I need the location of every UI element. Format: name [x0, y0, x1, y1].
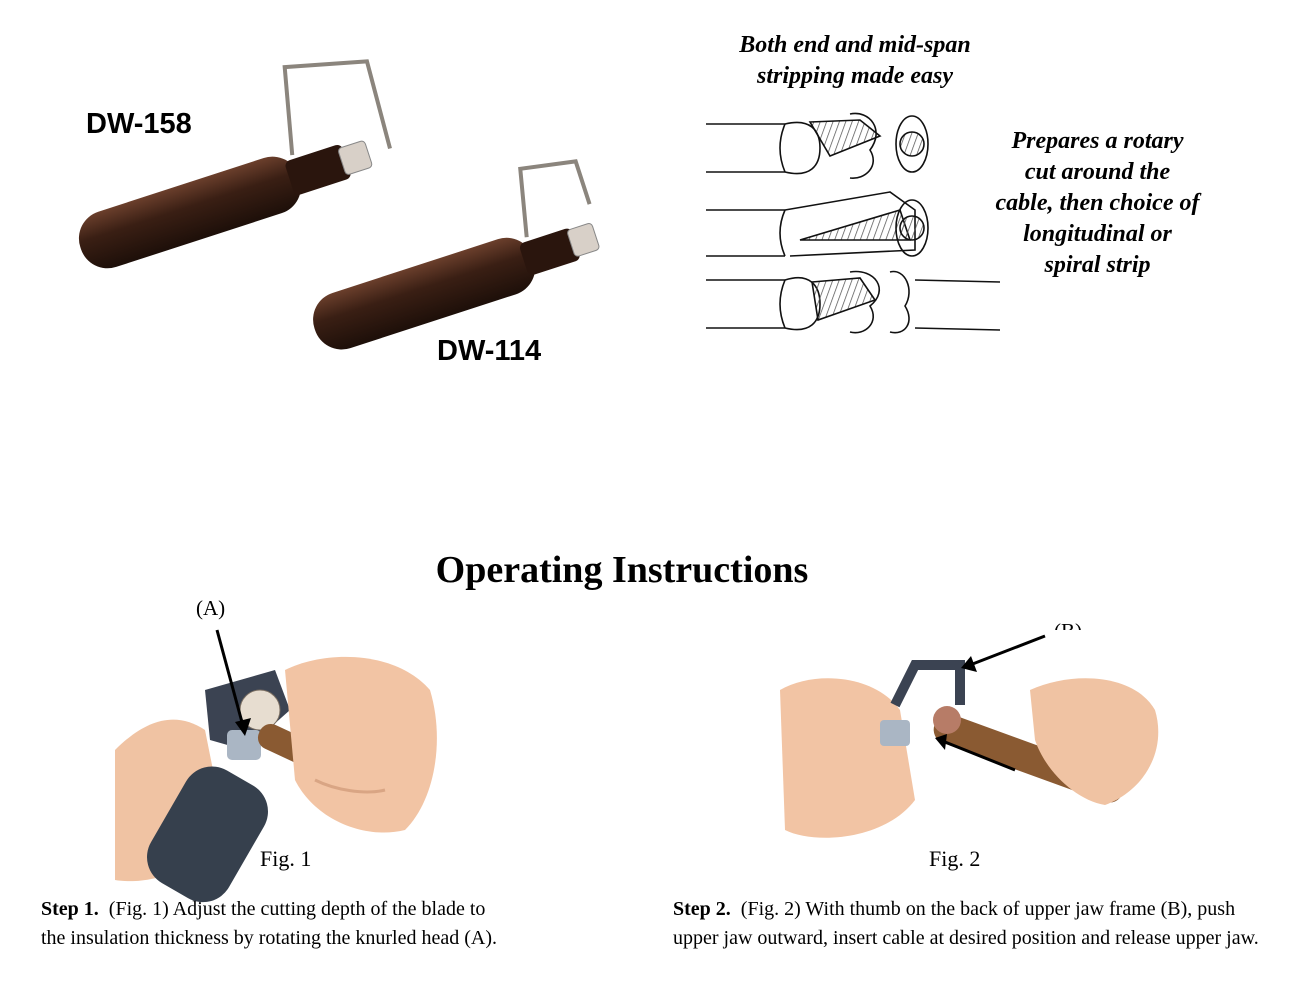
caption-top-line: stripping made easy — [757, 63, 953, 89]
caption-top-line: Both end and mid-span — [739, 32, 971, 58]
caption-side-line: cut around the — [1024, 159, 1171, 185]
fig2-photo-insert-cable — [775, 630, 1165, 845]
tool-dw158 — [78, 59, 392, 269]
fig1-callout-a: (A) — [196, 596, 226, 620]
cable-stripping-diagram — [706, 112, 1001, 334]
fig2-label: Fig. 2 — [929, 846, 981, 871]
cable-stripper-tools-illustration — [78, 59, 600, 350]
fig1-label: Fig. 1 — [260, 846, 312, 871]
caption-side-line: spiral strip — [1044, 252, 1151, 278]
step2-prefix: Step 2. — [673, 898, 731, 920]
product-label-dw114: DW-114 — [437, 335, 542, 367]
step1-paragraph: Step 1. (Fig. 1) Adjust the cutting dept… — [41, 895, 511, 953]
diagram-caption-top: Both end and mid-span stripping made eas… — [700, 30, 1010, 92]
fig1-photo-adjust-head — [115, 629, 445, 903]
caption-side-line: cable, then choice of — [995, 190, 1200, 216]
step2-paragraph: Step 2. (Fig. 2) With thumb on the back … — [673, 895, 1273, 953]
step1-text: (Fig. 1) Adjust the cutting depth of the… — [41, 898, 498, 949]
page-title: Operating Instructions — [435, 549, 809, 591]
step2-text: (Fig. 2) With thumb on the back of upper… — [673, 898, 1259, 949]
diagram-caption-side: Prepares a rotary cut around the cable, … — [975, 126, 1220, 281]
product-label-dw158: DW-158 — [86, 108, 192, 140]
caption-side-line: longitudinal or — [1023, 221, 1172, 247]
caption-side-line: Prepares a rotary — [1011, 128, 1184, 154]
tool-dw114 — [313, 159, 600, 350]
step1-prefix: Step 1. — [41, 898, 99, 920]
